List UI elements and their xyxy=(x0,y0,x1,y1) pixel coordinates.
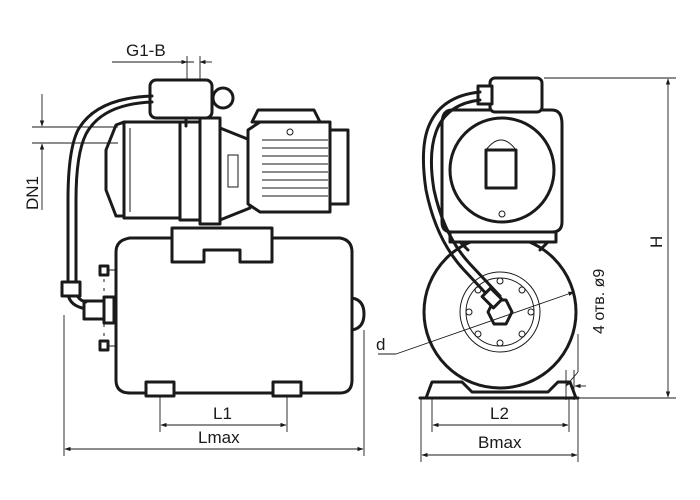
hose-front xyxy=(421,90,504,310)
motor-cooling-fins xyxy=(262,139,328,197)
label-h: H xyxy=(647,236,666,248)
tank xyxy=(82,236,366,398)
label-l1: L1 xyxy=(213,404,232,423)
pressure-switch xyxy=(148,78,235,128)
dim-dn1 xyxy=(32,94,118,210)
dim-h xyxy=(544,77,676,399)
motor xyxy=(246,108,350,214)
label-holes: 4 отв. ø9 xyxy=(591,269,608,334)
pressure-switch-front xyxy=(476,76,544,114)
pump-body xyxy=(104,116,252,226)
dim-lmax xyxy=(63,315,365,456)
label-l2: L2 xyxy=(490,404,509,423)
label-d: d xyxy=(376,335,385,354)
leader-d xyxy=(378,291,575,355)
pump-housing-front xyxy=(440,108,564,234)
label-bmax: Bmax xyxy=(478,433,522,452)
hose xyxy=(60,94,154,310)
tank-end xyxy=(422,234,578,390)
leader-holes xyxy=(565,334,586,400)
label-g1b: G1-B xyxy=(126,41,166,60)
pump-bracket xyxy=(170,226,274,264)
dim-bmax xyxy=(420,398,579,462)
side-view: G1-B DN1 L1 Lmax xyxy=(23,41,366,456)
label-lmax: Lmax xyxy=(198,428,240,447)
front-view: L2 Bmax H d 4 отв. ø9 xyxy=(376,76,676,462)
dim-l2 xyxy=(431,398,570,432)
label-dn1: DN1 xyxy=(23,176,42,210)
base-plate xyxy=(418,380,580,400)
dim-g1b xyxy=(112,56,212,80)
dim-l1 xyxy=(159,396,288,432)
